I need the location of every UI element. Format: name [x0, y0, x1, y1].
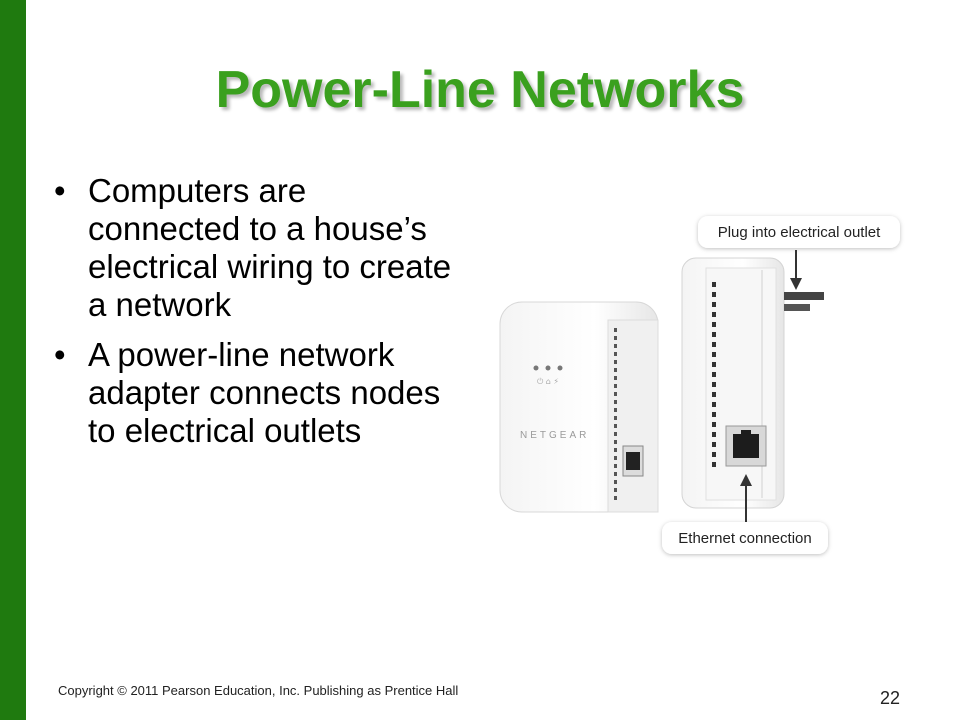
led-icon	[533, 365, 563, 371]
callout-ethernet: Ethernet connection	[662, 474, 828, 554]
powerline-adapter-figure: ⏻ ⌂ ⚡ NETGEAR	[499, 216, 900, 554]
callout-plug-label: Plug into electrical outlet	[718, 224, 881, 241]
arrow-up-icon	[740, 474, 752, 486]
arrow-down-icon	[790, 278, 802, 290]
bullet-list: • Computers are connected to a house’s e…	[52, 172, 452, 462]
callout-ethernet-label: Ethernet connection	[678, 530, 811, 547]
bullet-text: A power-line network adapter connects no…	[88, 336, 441, 449]
bullet-dot: •	[54, 172, 66, 209]
left-accent-bar	[0, 0, 26, 720]
led-labels: ⏻ ⌂ ⚡	[537, 377, 559, 386]
bullet-dot: •	[54, 336, 66, 373]
page-number: 22	[880, 688, 901, 708]
bullet-item: • A power-line network adapter connects …	[52, 336, 452, 450]
copyright-footer: Copyright © 2011 Pearson Education, Inc.…	[58, 683, 459, 698]
adapter-side	[681, 257, 824, 509]
ethernet-port-icon	[622, 445, 644, 477]
brand-logo: NETGEAR	[520, 430, 589, 441]
callout-plug: Plug into electrical outlet	[698, 216, 900, 290]
bullet-item: • Computers are connected to a house’s e…	[52, 172, 452, 324]
ethernet-port-icon	[725, 425, 767, 467]
plug-prong-icon	[784, 292, 824, 311]
bullet-text: Computers are connected to a house’s ele…	[88, 172, 452, 323]
slide-title: Power-Line Networks	[215, 61, 745, 119]
adapter-front: ⏻ ⌂ ⚡ NETGEAR	[499, 301, 659, 513]
